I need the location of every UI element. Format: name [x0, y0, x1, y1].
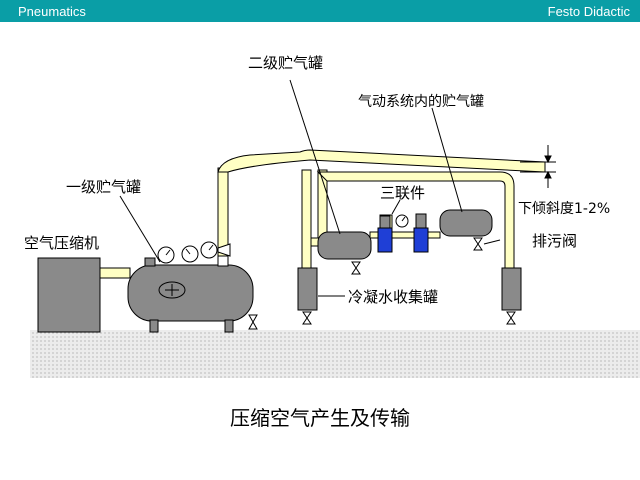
slope-indicator	[520, 145, 556, 188]
primary-air-tank	[127, 257, 254, 333]
drain-valve-label: 排污阀	[532, 232, 577, 250]
condensate-collector-left	[297, 267, 318, 325]
floor	[30, 330, 640, 378]
leader-lines	[119, 79, 501, 297]
pressure-gauges	[157, 241, 231, 267]
frl-unit-label: 三联件	[380, 184, 425, 202]
slope-label: 下倾斜度1-2%	[518, 201, 610, 217]
secondary-air-tank	[317, 231, 372, 275]
publisher-name: Festo Didactic	[547, 4, 630, 19]
diagram-caption: 压缩空气产生及传输	[230, 406, 410, 430]
condensate-collector-right	[501, 267, 522, 325]
primary-tank-label: 一级贮气罐	[66, 178, 141, 196]
air-compressor	[37, 257, 101, 333]
system-tank-label: 气动系统内的贮气罐	[358, 94, 484, 110]
title-bar: Pneumatics Festo Didactic	[0, 0, 640, 22]
secondary-tank-label: 二级贮气罐	[248, 54, 323, 72]
system-air-tank	[439, 209, 493, 251]
frl-unit	[377, 213, 429, 253]
primary-drain-valve	[248, 314, 258, 330]
condensate-collector-label: 冷凝水收集罐	[348, 288, 438, 306]
compressor-label: 空气压缩机	[24, 234, 99, 252]
course-title: Pneumatics	[18, 4, 86, 19]
